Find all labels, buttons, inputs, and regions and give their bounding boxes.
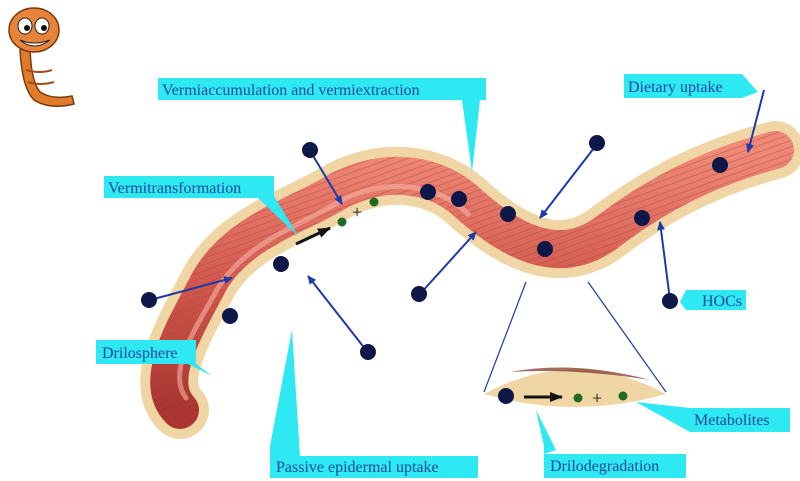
label-drilosphere: Drilosphere bbox=[102, 345, 178, 362]
label-passive-epidermal-uptake: Passive epidermal uptake bbox=[276, 459, 439, 476]
label-vermiaccumulation: Vermiaccumulation and vermiextraction bbox=[162, 82, 420, 99]
arrow-to-mid bbox=[540, 148, 594, 218]
label-dietary-uptake: Dietary uptake bbox=[628, 79, 723, 96]
label-vermitransformation: Vermitransformation bbox=[108, 180, 241, 197]
callout-hocs: HOCs bbox=[680, 290, 746, 310]
plus-sign-inset: + bbox=[592, 388, 602, 408]
drilodegradation-inset: + bbox=[484, 282, 666, 408]
arrow-hocs bbox=[660, 222, 670, 300]
label-hocs: HOCs bbox=[702, 293, 742, 310]
mascot-worm-icon bbox=[9, 8, 74, 106]
arrow-lower-left bbox=[308, 276, 366, 350]
arrow-lower-mid bbox=[420, 232, 476, 294]
callout-dietary-uptake: Dietary uptake bbox=[624, 74, 758, 98]
label-drilodegradation: Drilodegradation bbox=[550, 458, 659, 475]
callout-drilodegradation: Drilodegradation bbox=[536, 410, 686, 478]
callout-metabolites: Metabolites bbox=[636, 402, 790, 432]
plus-sign: + bbox=[352, 202, 362, 222]
label-metabolites: Metabolites bbox=[694, 412, 770, 429]
